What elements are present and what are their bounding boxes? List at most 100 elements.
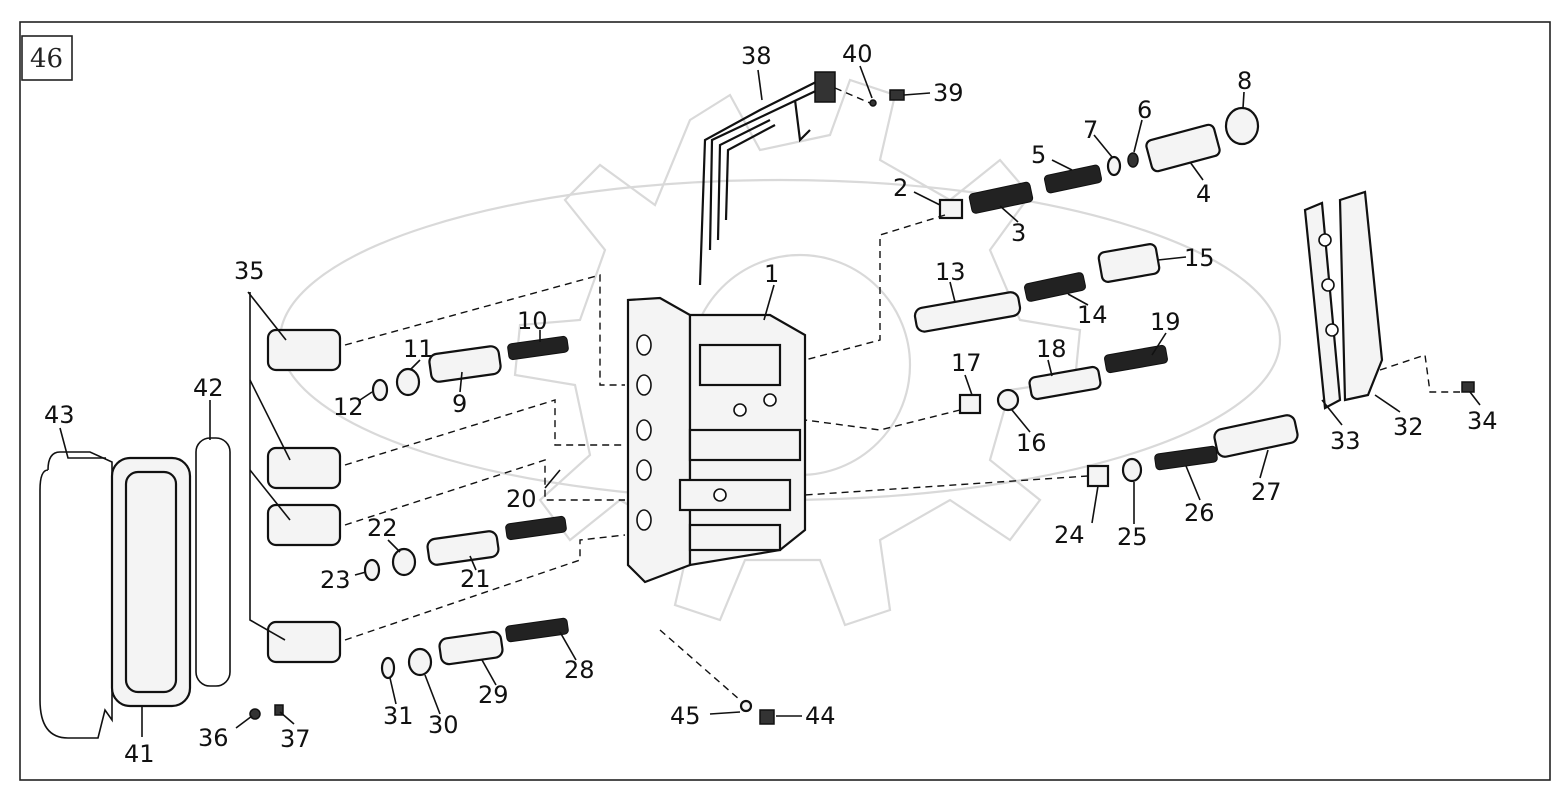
callout-34: 34 [1467, 407, 1498, 435]
cap-30 [407, 647, 433, 677]
callout-43: 43 [44, 401, 75, 429]
callout-28: 28 [564, 656, 595, 684]
callout-31: 31 [383, 702, 414, 730]
spring-28 [505, 617, 569, 643]
callout-10: 10 [517, 307, 548, 335]
ring-7 [1106, 155, 1122, 177]
diagram-frame [19, 21, 1551, 781]
callout-19: 19 [1150, 308, 1181, 336]
fastener-40 [869, 99, 877, 107]
spool-21 [426, 530, 500, 566]
callout-13: 13 [935, 258, 966, 286]
callout-42: 42 [193, 374, 224, 402]
callout-41: 41 [124, 740, 155, 768]
callout-25: 25 [1117, 523, 1148, 551]
callout-21: 21 [460, 565, 491, 593]
spool-13 [913, 291, 1022, 333]
plate-24 [1086, 464, 1110, 488]
oil-pan-41-inner [124, 470, 178, 694]
wiring-harness [698, 71, 905, 286]
ring-23 [363, 558, 381, 582]
ring-12 [371, 378, 389, 402]
callout-29: 29 [478, 681, 509, 709]
callout-37: 37 [280, 725, 311, 753]
callout-12: 12 [333, 393, 364, 421]
callout-14: 14 [1077, 301, 1108, 329]
callout-labels: 1 2 3 4 5 6 7 8 9 10 11 12 13 14 15 16 1… [44, 40, 1498, 768]
solenoid-mid-2 [266, 503, 342, 547]
page-number-box [21, 35, 73, 81]
callout-32: 32 [1393, 413, 1424, 441]
solenoid-mid-1 [266, 446, 342, 490]
spring-5 [1043, 164, 1103, 194]
callout-35: 35 [234, 257, 265, 285]
right-valve-train [804, 344, 1168, 431]
callout-8: 8 [1237, 67, 1252, 95]
callout-23: 23 [320, 566, 351, 594]
callout-16: 16 [1016, 429, 1047, 457]
gasket-43 [39, 451, 113, 739]
leader-lines [59, 65, 1481, 737]
callout-27: 27 [1251, 478, 1282, 506]
mid-valve-train [913, 243, 1161, 333]
solenoid-upper [266, 328, 342, 372]
callout-20: 20 [506, 485, 537, 513]
callout-17: 17 [951, 349, 982, 377]
callout-7: 7 [1083, 116, 1098, 144]
lower-right-valve-train [804, 414, 1299, 496]
callout-5: 5 [1031, 141, 1046, 169]
ring-31 [380, 656, 396, 680]
ring-6 [1127, 152, 1139, 168]
oil-pan-assembly [39, 437, 775, 739]
callout-15: 15 [1184, 244, 1215, 272]
callout-39: 39 [933, 79, 964, 107]
bolt-36 [249, 708, 261, 720]
spring-3 [968, 181, 1034, 214]
upper-valve-train [804, 106, 1260, 361]
fastener-39 [889, 89, 905, 101]
spring-26 [1154, 445, 1218, 471]
spring-14 [1024, 272, 1086, 302]
cap-11 [395, 367, 421, 397]
callout-26: 26 [1184, 499, 1215, 527]
callout-30: 30 [428, 711, 459, 739]
solenoids [266, 274, 626, 664]
callout-9: 9 [452, 390, 467, 418]
callout-22: 22 [367, 514, 398, 542]
callout-33: 33 [1330, 427, 1361, 455]
solenoid-lower [266, 620, 342, 664]
callout-45: 45 [670, 702, 701, 730]
callout-2: 2 [893, 174, 908, 202]
spool-9 [428, 345, 502, 383]
spool-18 [1028, 365, 1102, 401]
bolt-37 [274, 704, 284, 716]
callout-11: 11 [403, 335, 434, 363]
callout-1: 1 [764, 260, 779, 288]
gasket-42 [195, 437, 231, 687]
washer-45 [739, 699, 753, 713]
spring-20 [505, 515, 567, 541]
left-valve-trains [363, 335, 569, 680]
cap-16 [996, 388, 1020, 412]
spring-10 [507, 335, 569, 361]
callout-4: 4 [1196, 180, 1211, 208]
callout-18: 18 [1036, 335, 1067, 363]
callout-6: 6 [1137, 96, 1152, 124]
callout-38: 38 [741, 42, 772, 70]
callout-3: 3 [1011, 219, 1026, 247]
callout-40: 40 [842, 40, 873, 68]
plug-4 [1145, 123, 1221, 173]
right-cover-plates [1303, 190, 1475, 410]
valve-body [626, 296, 807, 584]
page-number: 46 [30, 44, 63, 74]
plate-33 [1303, 201, 1342, 410]
cap-25 [1121, 457, 1143, 483]
spool-27 [1213, 414, 1299, 458]
cap-22 [391, 547, 417, 577]
spool-29 [438, 630, 504, 666]
cover-32 [1338, 190, 1384, 402]
plug-44 [759, 709, 775, 725]
plate-2 [938, 198, 964, 220]
callout-44: 44 [805, 702, 836, 730]
